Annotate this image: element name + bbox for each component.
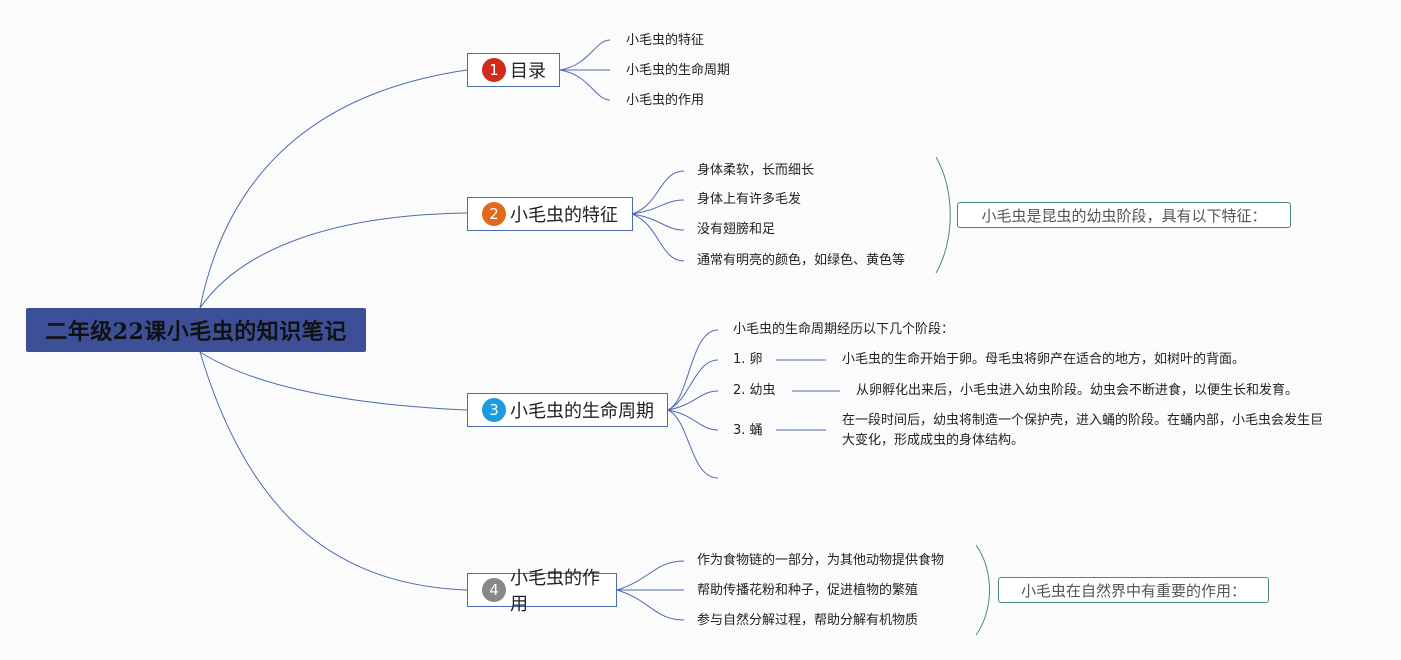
leaf-feature-4[interactable]: 通常有明亮的颜色，如绿色、黄色等 xyxy=(697,253,906,268)
topic-contents[interactable]: 1 目录 xyxy=(467,53,560,87)
stage-larva-label[interactable]: 2. 幼虫 xyxy=(733,383,776,398)
number-badge-4: 4 xyxy=(482,578,506,602)
leaf-feature-2[interactable]: 身体上有许多毛发 xyxy=(697,192,802,207)
topic-label: 目录 xyxy=(510,61,546,82)
number-badge-2: 2 xyxy=(482,202,506,226)
leaf-role-2[interactable]: 帮助传播花粉和种子，促进植物的繁殖 xyxy=(697,583,919,598)
leaf-contents-3[interactable]: 小毛虫的作用 xyxy=(626,93,705,108)
leaf-role-1[interactable]: 作为食物链的一部分，为其他动物提供食物 xyxy=(697,553,945,568)
life-cycle-intro[interactable]: 小毛虫的生命周期经历以下几个阶段： xyxy=(733,322,955,337)
leaf-contents-1[interactable]: 小毛虫的特征 xyxy=(626,33,705,48)
root-topic[interactable]: 二年级22课小毛虫的知识笔记 xyxy=(26,308,366,352)
stage-pupa-label[interactable]: 3. 蛹 xyxy=(733,423,763,438)
leaf-feature-1[interactable]: 身体柔软，长而细长 xyxy=(697,163,815,178)
number-badge-1: 1 xyxy=(482,58,506,82)
summary-features[interactable]: 小毛虫是昆虫的幼虫阶段，具有以下特征： xyxy=(957,202,1291,228)
topic-life-cycle[interactable]: 3 小毛虫的生命周期 xyxy=(467,393,668,427)
stage-egg-label[interactable]: 1. 卵 xyxy=(733,352,763,367)
topic-label: 小毛虫的特征 xyxy=(510,205,618,226)
leaf-role-3[interactable]: 参与自然分解过程，帮助分解有机物质 xyxy=(697,613,919,628)
stage-pupa-description[interactable]: 在一段时间后，幼虫将制造一个保护壳，进入蛹的阶段。在蛹内部，小毛虫会发生巨大变化… xyxy=(842,413,1324,448)
leaf-feature-3[interactable]: 没有翅膀和足 xyxy=(697,222,776,237)
topic-label: 小毛虫的生命周期 xyxy=(510,401,654,422)
topic-role[interactable]: 4 小毛虫的作用 xyxy=(467,568,617,615)
topic-features[interactable]: 2 小毛虫的特征 xyxy=(467,197,633,231)
number-badge-3: 3 xyxy=(482,398,506,422)
topic-label: 小毛虫的作用 xyxy=(510,568,600,615)
stage-larva-description[interactable]: 从卵孵化出来后，小毛虫进入幼虫阶段。幼虫会不断进食，以便生长和发育。 xyxy=(856,383,1299,398)
leaf-contents-2[interactable]: 小毛虫的生命周期 xyxy=(626,63,731,78)
summary-role[interactable]: 小毛虫在自然界中有重要的作用： xyxy=(998,577,1269,603)
stage-egg-description[interactable]: 小毛虫的生命开始于卵。母毛虫将卵产在适合的地方，如树叶的背面。 xyxy=(842,352,1246,367)
